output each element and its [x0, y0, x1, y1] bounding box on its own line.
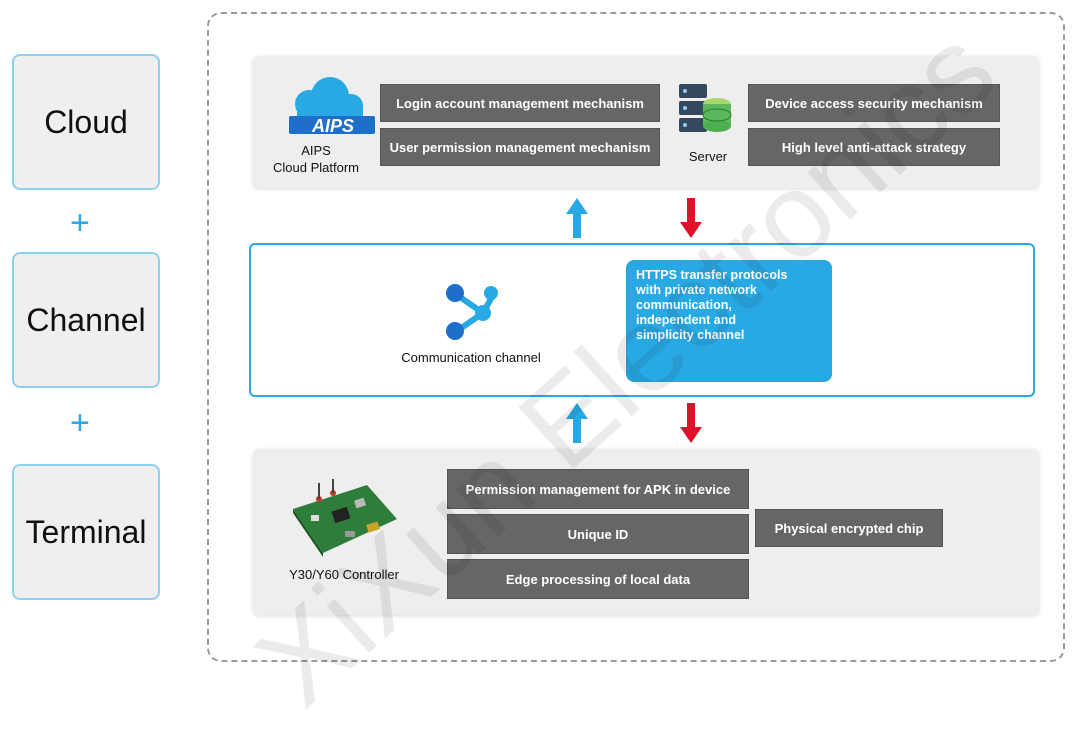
https-line-3: communication, — [636, 298, 732, 312]
cloud-layer-label: Cloud — [44, 103, 128, 140]
server-icon — [679, 84, 732, 132]
up-arrow-icon — [566, 403, 588, 443]
cloud-panel: AIPS AIPS Cloud Platform Login account m… — [253, 56, 1039, 188]
terminal-layer-label: Terminal — [25, 513, 147, 550]
device-access-box: Device access security mechanism — [748, 84, 1000, 122]
communication-channel-caption: Communication channel — [401, 350, 541, 365]
https-line-4: independent and — [636, 313, 736, 327]
edge-processing-box: Edge processing of local data — [447, 559, 749, 599]
encrypted-chip-box: Physical encrypted chip — [755, 509, 943, 547]
plus-icon: + — [70, 204, 90, 242]
channel-layer-label: Channel — [26, 301, 146, 338]
anti-attack-box: High level anti-attack strategy — [748, 128, 1000, 166]
login-management-box: Login account management mechanism — [380, 84, 660, 122]
architecture-frame — [207, 12, 1065, 662]
down-arrow-icon — [680, 198, 702, 238]
https-line-1: HTTPS transfer protocols — [636, 268, 788, 282]
down-arrow-icon — [680, 403, 702, 443]
platform-caption-2: Cloud Platform — [273, 160, 359, 175]
user-permission-box: User permission management mechanism — [380, 128, 660, 166]
https-line-5: simplicity channel — [636, 328, 745, 342]
server-caption: Server — [688, 149, 728, 164]
aips-cloud-icon — [289, 77, 375, 134]
unique-id-box: Unique ID — [447, 514, 749, 554]
controller-caption: Y30/Y60 Controller — [289, 567, 399, 582]
communication-channel-icon — [446, 284, 498, 340]
aips-logo-text: AIPS — [311, 116, 354, 136]
controller-board-icon — [293, 479, 397, 557]
terminal-panel: Y30/Y60 Controller Permission management… — [253, 449, 1039, 615]
apk-permission-box: Permission management for APK in device — [447, 469, 749, 509]
platform-caption-1: AIPS — [301, 143, 331, 158]
channel-panel: Communication channel HTTPS transfer pro… — [249, 243, 1035, 397]
terminal-layer-box: Terminal — [12, 464, 160, 600]
channel-layer-box: Channel — [12, 252, 160, 388]
plus-icon: + — [70, 404, 90, 442]
https-line-2: with private network — [636, 283, 757, 297]
https-protocol-box: HTTPS transfer protocols with private ne… — [626, 260, 832, 382]
up-arrow-icon — [566, 198, 588, 238]
cloud-layer-box: Cloud — [12, 54, 160, 190]
